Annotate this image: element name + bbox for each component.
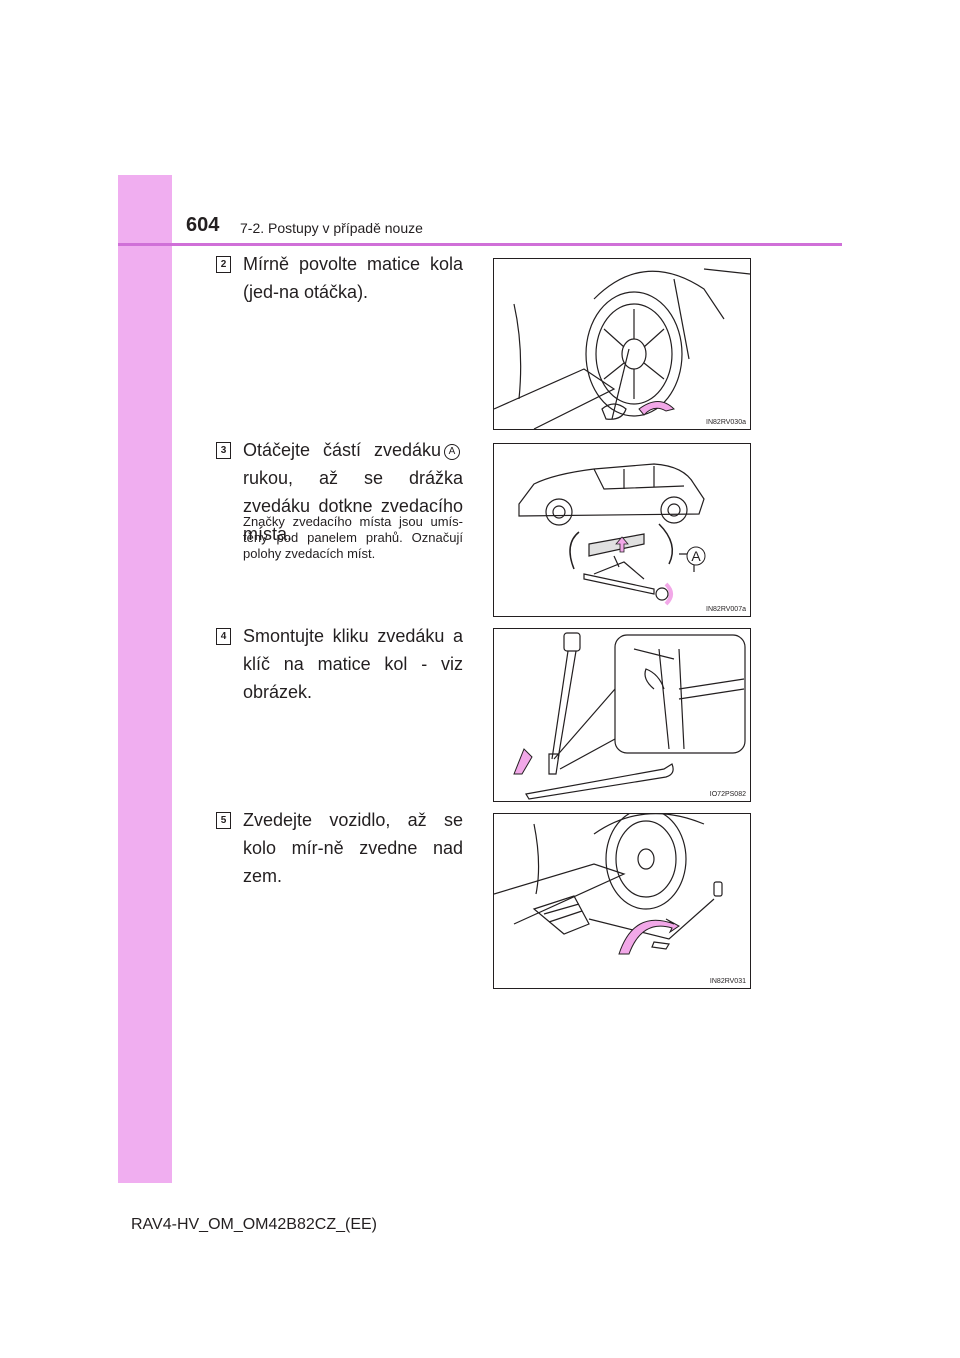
step-number-5: 5 <box>216 812 231 829</box>
step-number-2: 2 <box>216 256 231 273</box>
step-3-text-before: Otáčejte částí zvedáku <box>243 440 441 460</box>
step-5-text: Zvedejte vozidlo, až se kolo mír-ně zved… <box>243 810 463 886</box>
figure-code: IN82RV007a <box>706 606 746 613</box>
figure-raise-vehicle: IN82RV031 <box>493 813 751 989</box>
figure-callout-a: A <box>691 548 701 564</box>
section-title: 7-2. Postupy v případě nouze <box>240 220 423 236</box>
header-rule <box>118 243 842 246</box>
figure-code: IO72PS082 <box>709 791 746 798</box>
figure-code: IN82RV031 <box>709 978 746 985</box>
callout-a: A <box>444 444 460 460</box>
sidebar-tab <box>118 175 172 1183</box>
figure-jack-handle: A IN82RV007a <box>493 443 751 617</box>
step-number-4: 4 <box>216 628 231 645</box>
handle-assembly-illustration <box>513 632 746 800</box>
wheel-wrench-illustration <box>494 268 750 429</box>
step-3-text-after: rukou, až se drážka zvedáku dotkne zveda… <box>243 468 463 544</box>
page-number: 604 <box>186 214 220 236</box>
step-4-text: Smontujte kliku zvedáku a klíč na matice… <box>243 626 463 702</box>
jack-car-illustration: A <box>518 463 706 606</box>
raise-vehicle-illustration <box>494 814 723 955</box>
step-3-note: Značky zvedacího místa jsou umís-těny po… <box>243 514 463 561</box>
figure-assemble-handle: IO72PS082 <box>493 628 751 802</box>
figure-code: IN82RV030a <box>706 419 746 426</box>
footer-manual-id: RAV4-HV_OM_OM42B82CZ_(EE) <box>131 1216 377 1233</box>
step-number-3: 3 <box>216 442 231 459</box>
figure-loosen-wheel-nuts: IN82RV030a <box>493 258 751 430</box>
step-2-text: Mírně povolte matice kola (jed-na otáčka… <box>243 254 463 302</box>
